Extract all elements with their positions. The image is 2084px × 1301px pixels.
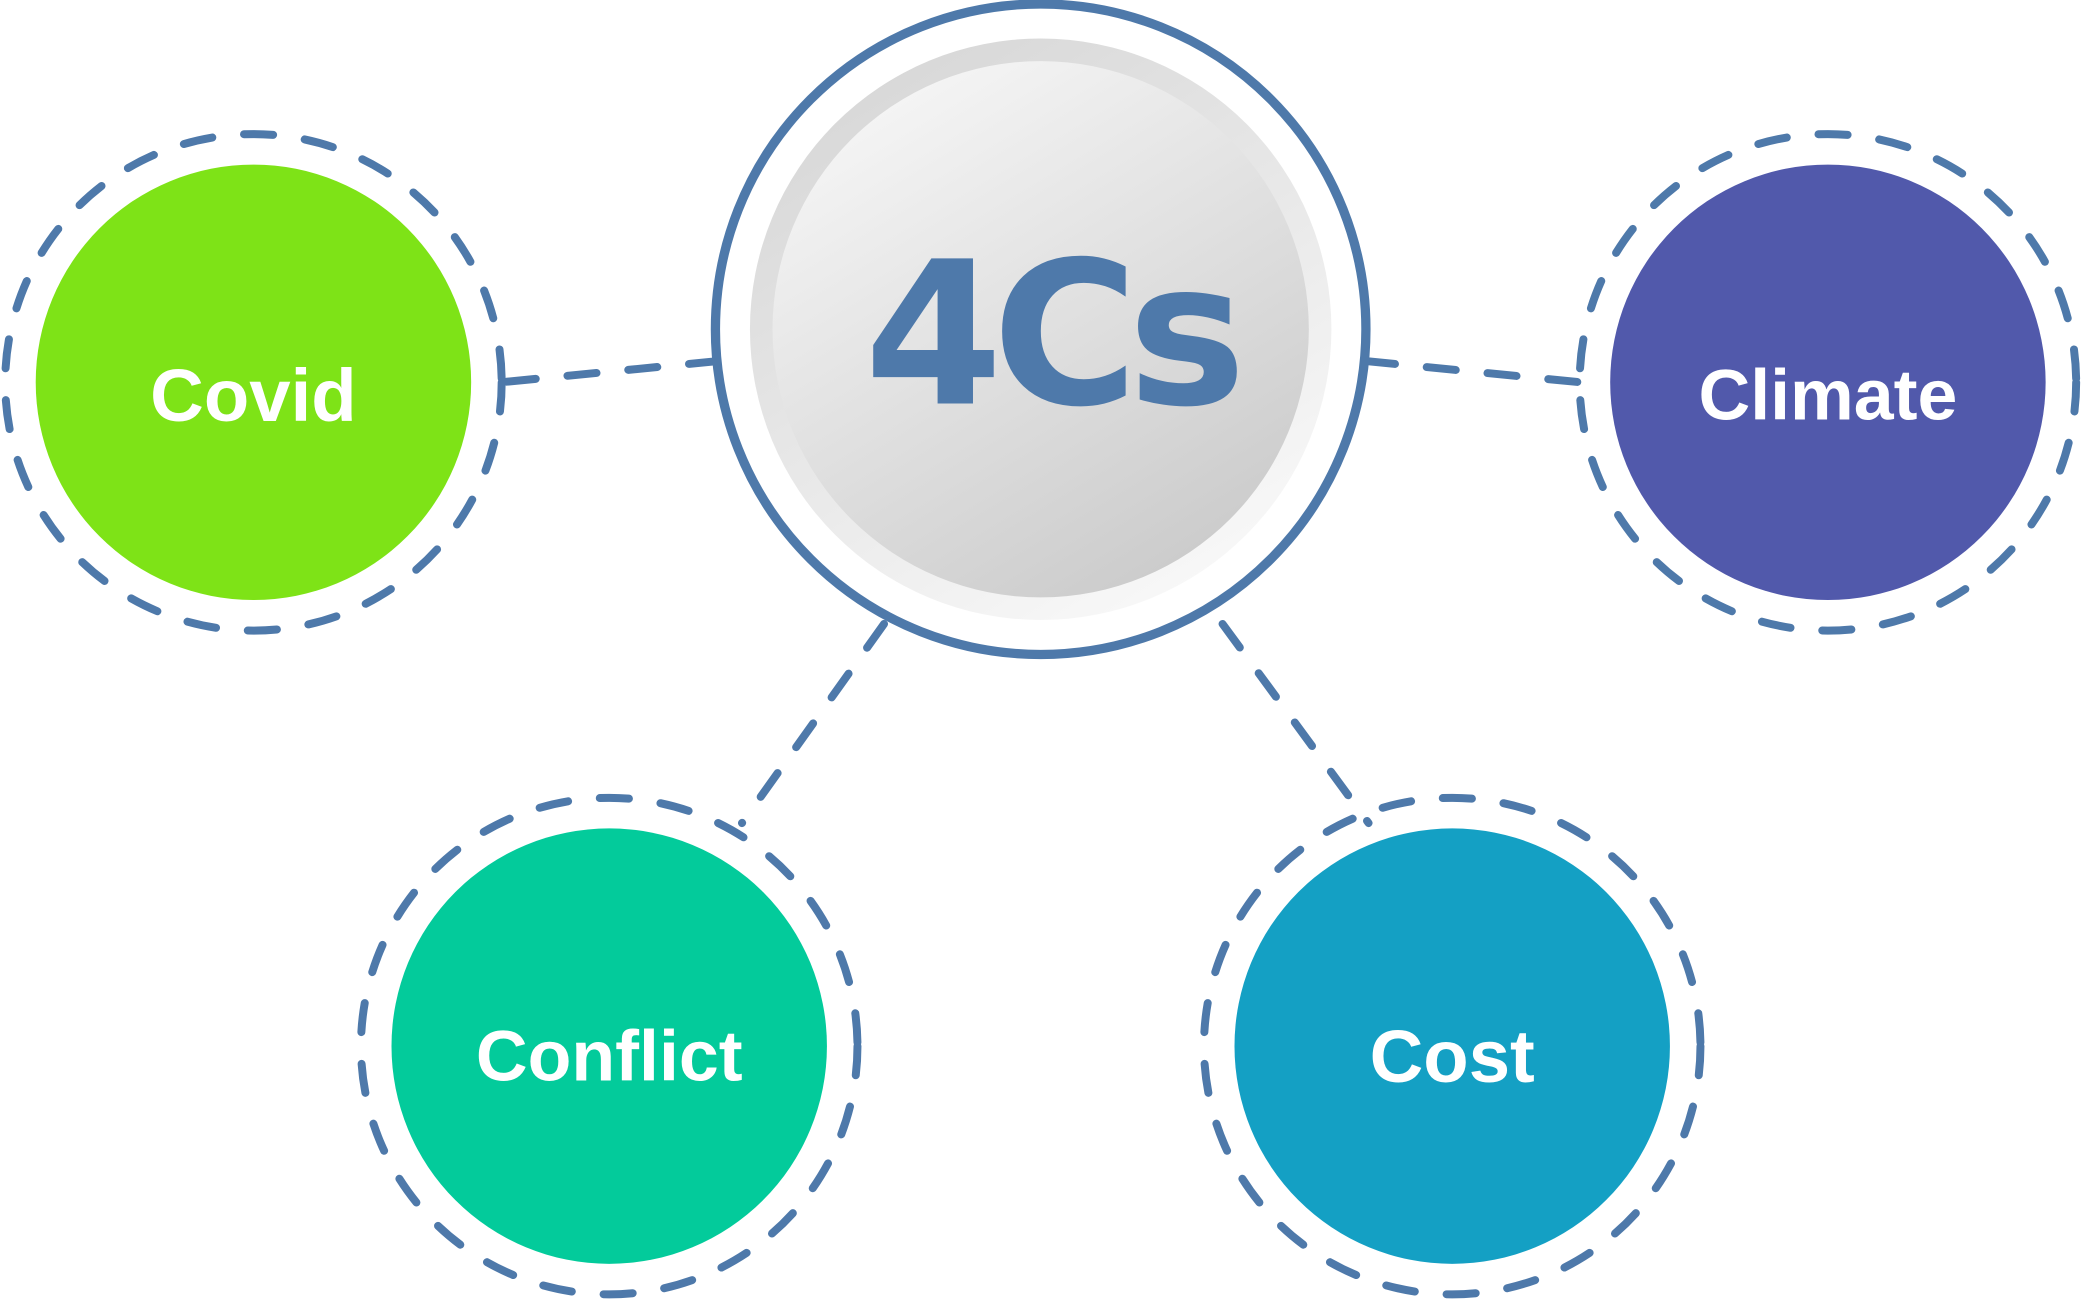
node-cost[interactable]: Cost [1234, 828, 1670, 1264]
connector-covid [496, 357, 723, 387]
dashed-ring-cost [1199, 793, 1705, 1299]
dashed-ring-conflict [356, 793, 862, 1299]
center-node: 4Cs [710, 0, 1371, 660]
center-label: 4Cs [864, 219, 1237, 451]
connector-climate [1361, 357, 1585, 387]
node-label-cost: Cost [1370, 1015, 1535, 1098]
node-label-conflict: Conflict [476, 1017, 743, 1097]
node-label-climate: Climate [1698, 356, 1957, 436]
node-conflict[interactable]: Conflict [391, 828, 827, 1264]
connector-cost [1218, 619, 1373, 828]
node-covid[interactable]: Covid [35, 164, 472, 601]
node-label-covid: Covid [150, 354, 356, 437]
dashed-ring-climate [1575, 130, 2081, 635]
node-climate[interactable]: Climate [1610, 164, 2046, 601]
connector-conflict [737, 619, 889, 828]
dashed-ring-covid [1, 130, 506, 635]
